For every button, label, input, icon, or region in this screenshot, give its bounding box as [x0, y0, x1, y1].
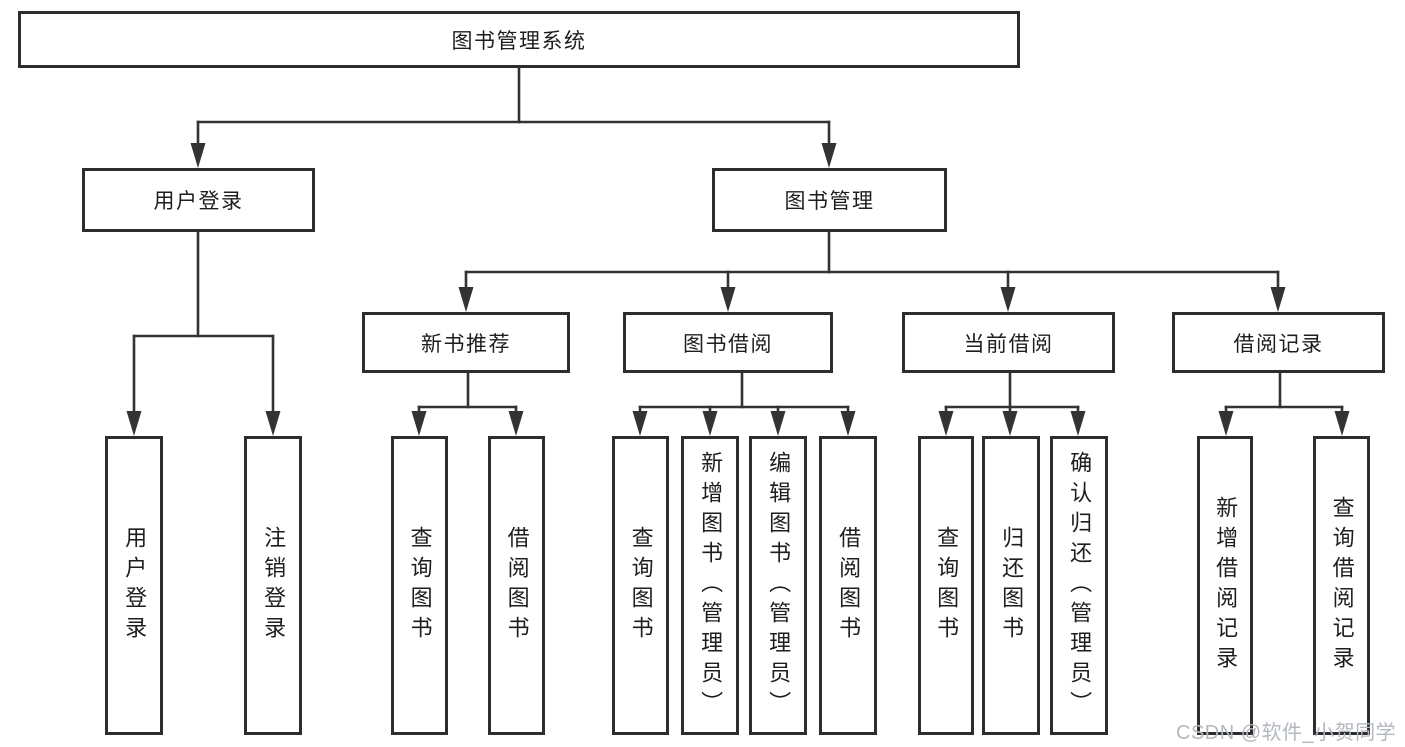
- node-label: 借阅记录: [1233, 332, 1324, 356]
- node-label: 新增借阅记录: [1213, 495, 1239, 676]
- node-label: 借阅图书: [504, 525, 530, 646]
- node-query-books-recommend: 查询图书: [391, 436, 448, 735]
- node-book-management: 图书管理: [712, 168, 947, 232]
- node-label: 图书管理系统: [451, 29, 587, 53]
- node-label: 确认归还（管理员）: [1067, 450, 1093, 721]
- node-label: 查询图书: [628, 525, 654, 646]
- node-logout: 注销登录: [244, 436, 302, 735]
- node-add-book-admin: 新增图书（管理员）: [681, 436, 739, 735]
- node-label: 查询图书: [407, 525, 433, 646]
- node-label: 用户登录: [153, 190, 244, 213]
- node-label: 当前借阅: [963, 332, 1054, 356]
- node-borrowing-records: 借阅记录: [1172, 312, 1385, 373]
- node-label: 归还图书: [999, 525, 1025, 646]
- node-label: 查询借阅记录: [1329, 495, 1355, 676]
- node-query-books-current: 查询图书: [918, 436, 974, 735]
- watermark: CSDN @软件_小贺同学: [1176, 722, 1397, 744]
- node-add-borrow-record: 新增借阅记录: [1197, 436, 1253, 735]
- node-library-management-system: 图书管理系统: [18, 11, 1020, 68]
- node-borrow-books-borrowing: 借阅图书: [819, 436, 877, 735]
- node-label: 新书推荐: [421, 332, 511, 356]
- node-user-login-leaf: 用户登录: [105, 436, 163, 735]
- node-query-books-borrowing: 查询图书: [612, 436, 669, 735]
- node-label: 用户登录: [122, 525, 148, 646]
- node-edit-book-admin: 编辑图书（管理员）: [749, 436, 807, 735]
- node-user-login: 用户登录: [82, 168, 315, 232]
- node-book-borrowing: 图书借阅: [623, 312, 833, 373]
- node-label: 新增图书（管理员）: [698, 450, 724, 721]
- node-new-book-recommendation: 新书推荐: [362, 312, 570, 373]
- node-label: 注销登录: [261, 525, 287, 646]
- node-query-borrow-record: 查询借阅记录: [1313, 436, 1370, 735]
- node-return-books: 归还图书: [982, 436, 1040, 735]
- node-label: 图书借阅: [683, 332, 773, 356]
- node-label: 图书管理: [784, 190, 875, 213]
- node-label: 借阅图书: [836, 525, 862, 646]
- node-confirm-return-admin: 确认归还（管理员）: [1050, 436, 1108, 735]
- node-label: 查询图书: [934, 525, 960, 646]
- node-borrow-books-recommend: 借阅图书: [488, 436, 545, 735]
- node-label: 编辑图书（管理员）: [766, 450, 792, 721]
- node-current-borrowing: 当前借阅: [902, 312, 1115, 373]
